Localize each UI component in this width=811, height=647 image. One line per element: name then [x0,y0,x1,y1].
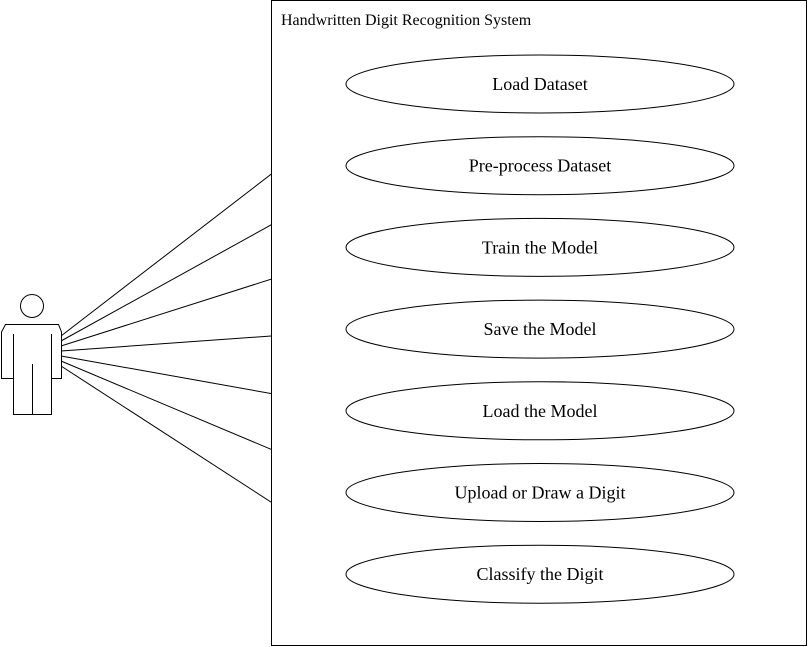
use-case-ellipse [345,463,735,522]
actor-icon [1,294,62,415]
use-case-upload-or-draw-a-digit: Upload or Draw a Digit [345,463,735,522]
use-case-label: Save the Model [484,319,597,339]
use-case-train-the-model: Train the Model [345,217,735,277]
use-case-ellipse [345,136,735,196]
use-case-label: Upload or Draw a Digit [455,483,626,503]
actor-body [1,324,62,415]
use-case-label: Load Dataset [492,74,587,94]
use-case-label: Classify the Digit [477,564,604,584]
system-title: Handwritten Digit Recognition System [281,12,532,29]
use-case-classify-the-digit: Classify the Digit [345,544,735,604]
actor-head [20,294,44,318]
use-case-label: Load the Model [483,401,598,421]
use-case-ellipse [345,54,735,114]
use-case-ellipse [345,544,735,604]
use-case-load-the-model: Load the Model [345,381,735,441]
use-case-ellipse [345,299,735,359]
use-case-save-the-model: Save the Model [345,299,735,359]
use-case-label: Pre-process Dataset [469,156,611,176]
use-case-ellipse [345,217,735,277]
use-case-ellipse [345,381,735,441]
use-case-load-dataset: Load Dataset [345,54,735,114]
use-case-pre-process-dataset: Pre-process Dataset [345,136,735,196]
use-case-label: Train the Model [482,237,598,257]
